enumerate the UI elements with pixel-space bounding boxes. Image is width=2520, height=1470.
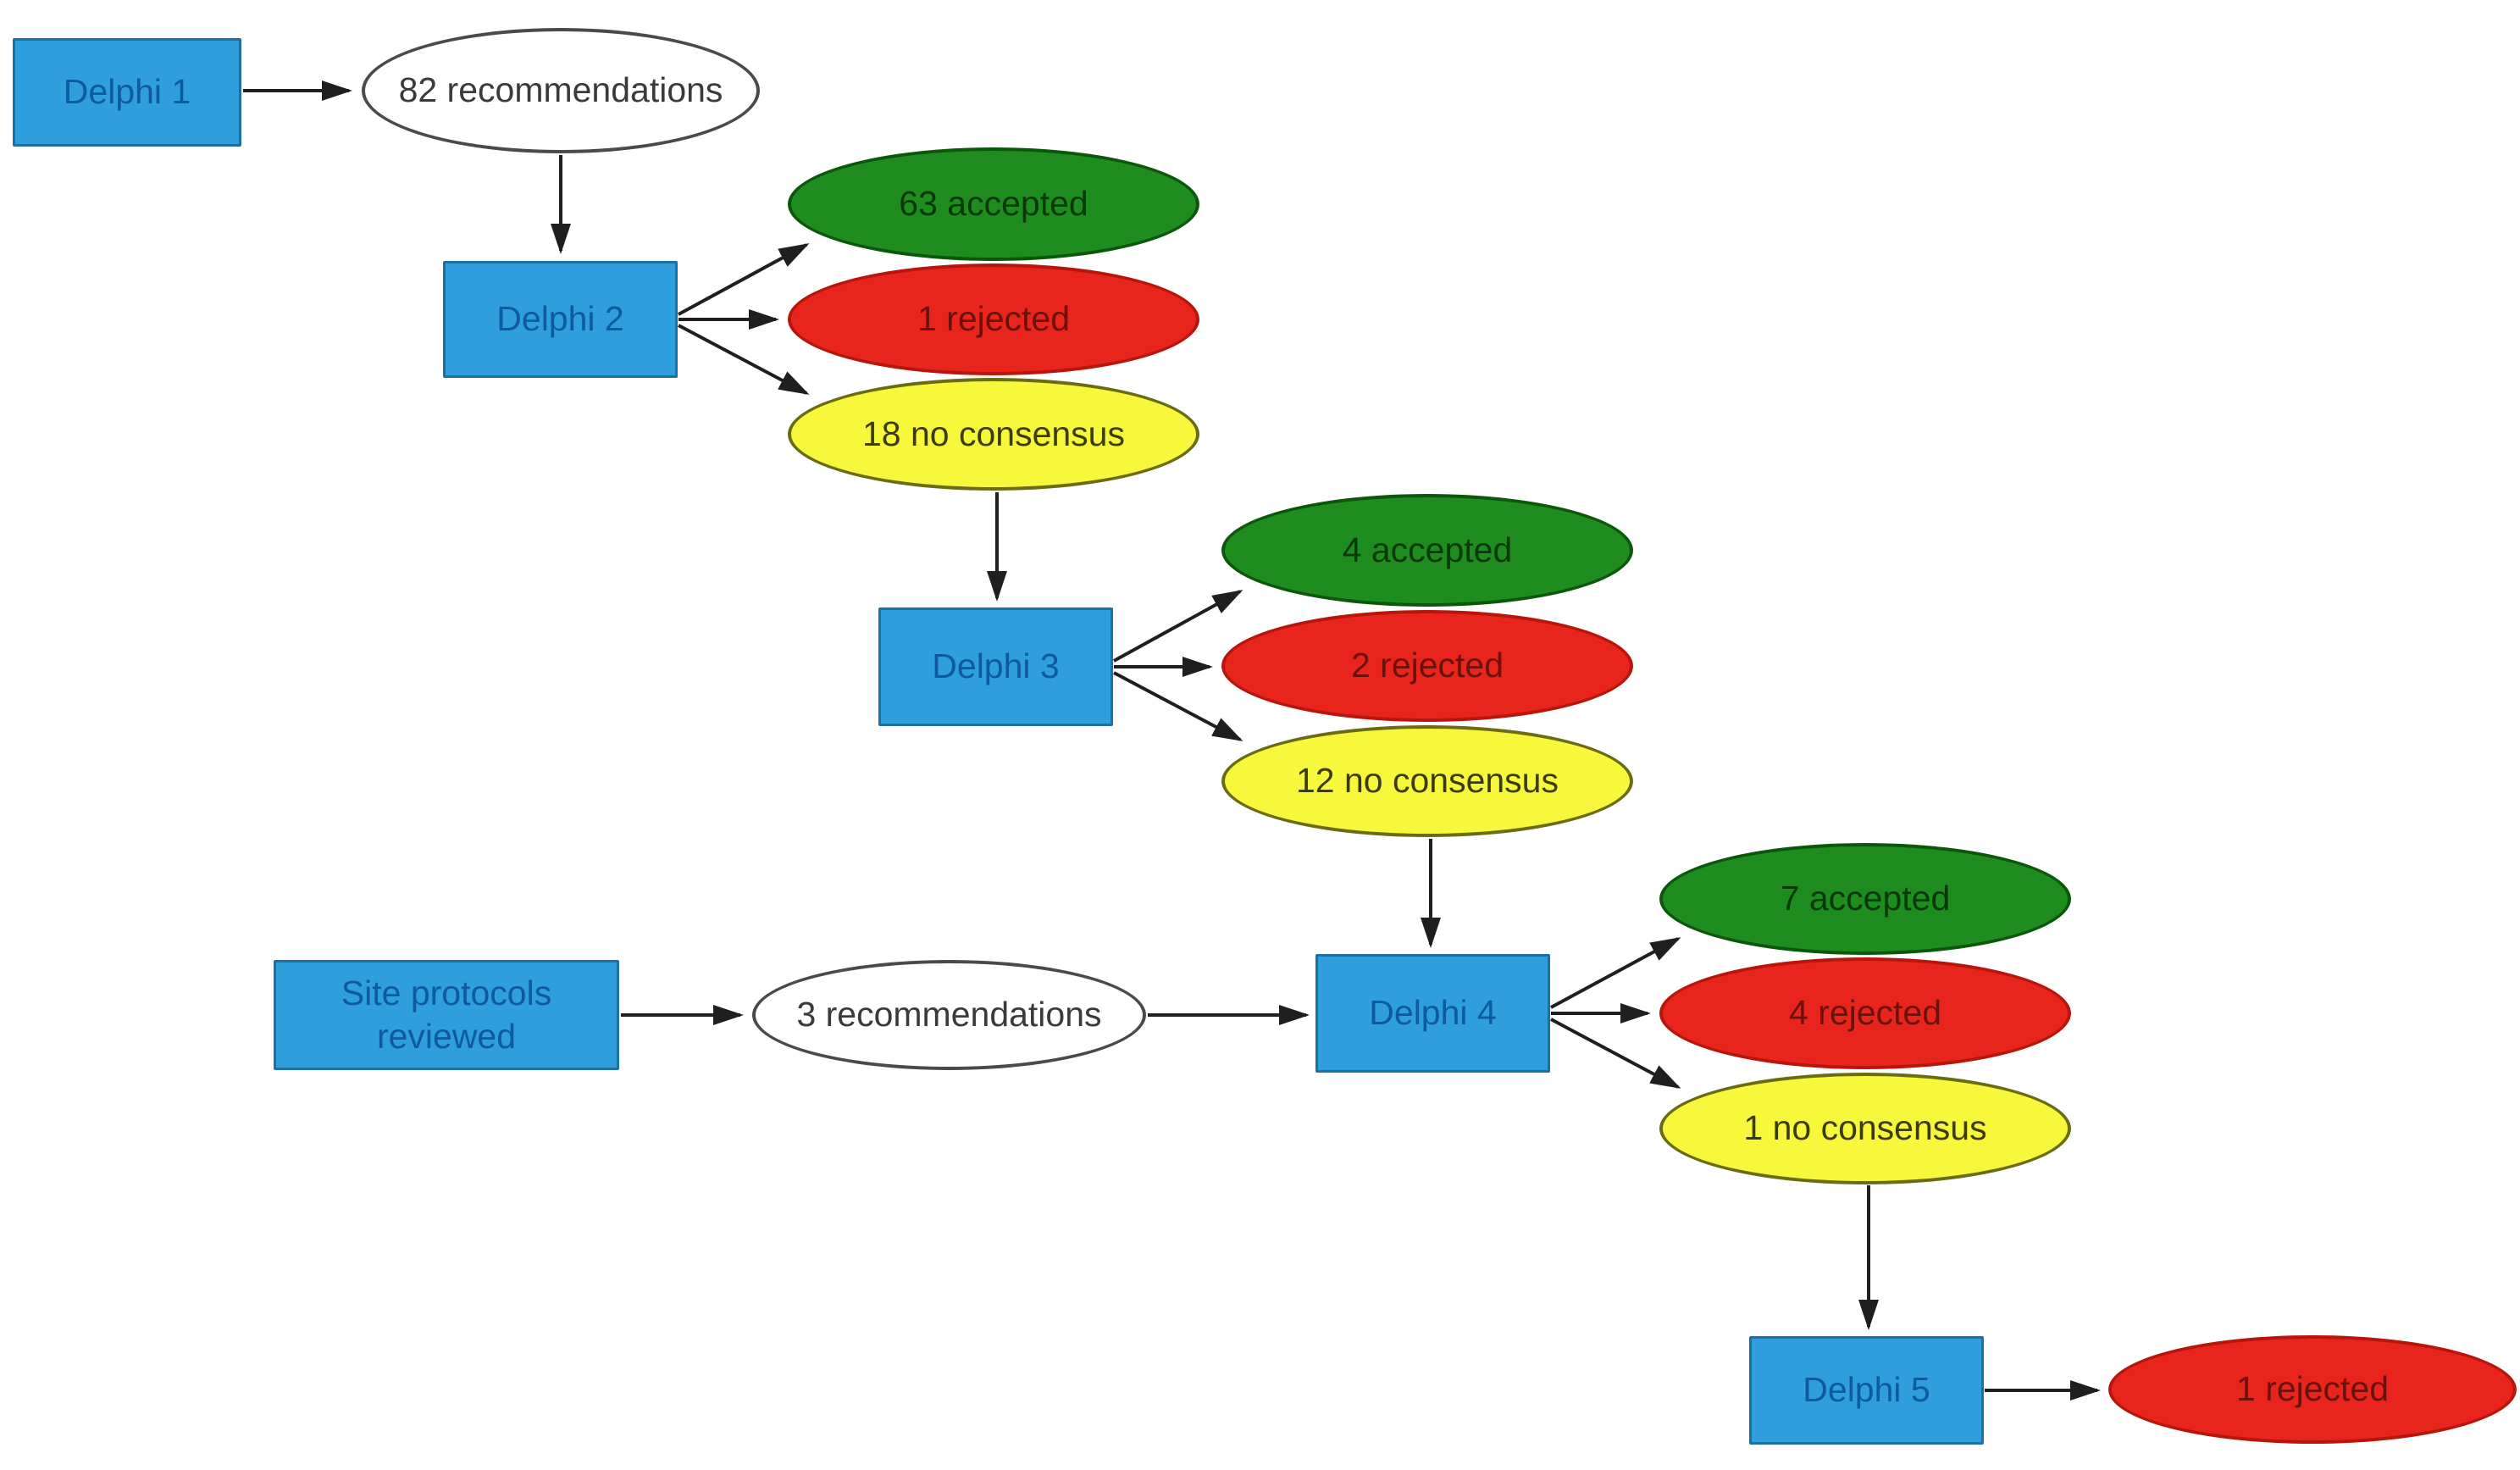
node-delphi-1: Delphi 1 [13, 38, 241, 147]
node-3-recommendations: 3 recommendations [752, 960, 1146, 1070]
node-7-accepted: 7 accepted [1659, 843, 2071, 955]
node-4-rejected-label: 4 rejected [1788, 993, 1942, 1033]
node-delphi-4-label: Delphi 4 [1369, 993, 1497, 1033]
arrow-delphi-2-to-18-no-consensus [678, 324, 810, 395]
node-delphi-1-label: Delphi 1 [63, 72, 191, 112]
node-7-accepted-label: 7 accepted [1780, 879, 1951, 918]
node-1-no-consensus-label: 1 no consensus [1743, 1108, 1987, 1148]
node-4-accepted: 4 accepted [1221, 494, 1633, 607]
arrow-delphi-2-to-63-accepted [678, 243, 810, 316]
node-4-accepted-label: 4 accepted [1342, 530, 1513, 569]
node-delphi-3-label: Delphi 3 [932, 646, 1060, 686]
node-1-rejected-label: 1 rejected [917, 299, 1071, 339]
node-12-no-consensus-label: 12 no consensus [1295, 761, 1559, 801]
node-2-rejected: 2 rejected [1221, 610, 1633, 722]
node-82-recommendations-label: 82 recommendations [398, 70, 723, 110]
node-1-rejected: 1 rejected [788, 263, 1199, 375]
node-site-protocols-reviewed-label: Site protocols reviewed [341, 973, 552, 1056]
node-1-rejected-final-label: 1 rejected [2235, 1369, 2390, 1409]
node-1-rejected-final: 1 rejected [2108, 1335, 2517, 1444]
node-delphi-4: Delphi 4 [1315, 954, 1550, 1073]
node-delphi-2: Delphi 2 [443, 261, 678, 378]
node-3-recommendations-label: 3 recommendations [796, 995, 1102, 1035]
node-12-no-consensus: 12 no consensus [1221, 725, 1633, 837]
arrow-delphi-4-to-7-accepted [1550, 937, 1681, 1009]
node-delphi-5: Delphi 5 [1749, 1336, 1984, 1445]
node-18-no-consensus: 18 no consensus [788, 378, 1199, 491]
node-63-accepted: 63 accepted [788, 147, 1199, 261]
node-18-no-consensus-label: 18 no consensus [861, 413, 1125, 453]
node-site-protocols-reviewed: Site protocols reviewed [274, 960, 619, 1070]
arrow-delphi-3-to-4-accepted [1113, 590, 1243, 663]
node-delphi-3: Delphi 3 [878, 607, 1113, 726]
node-63-accepted-label: 63 accepted [899, 184, 1088, 224]
node-1-no-consensus: 1 no consensus [1659, 1073, 2071, 1184]
arrow-delphi-4-to-1-no-consensus [1550, 1018, 1681, 1089]
arrow-delphi-3-to-12-no-consensus [1113, 671, 1243, 741]
node-2-rejected-label: 2 rejected [1350, 646, 1504, 685]
node-4-rejected: 4 rejected [1659, 957, 2071, 1069]
node-delphi-2-label: Delphi 2 [496, 299, 624, 339]
node-delphi-5-label: Delphi 5 [1803, 1370, 1930, 1410]
node-82-recommendations: 82 recommendations [362, 28, 760, 153]
